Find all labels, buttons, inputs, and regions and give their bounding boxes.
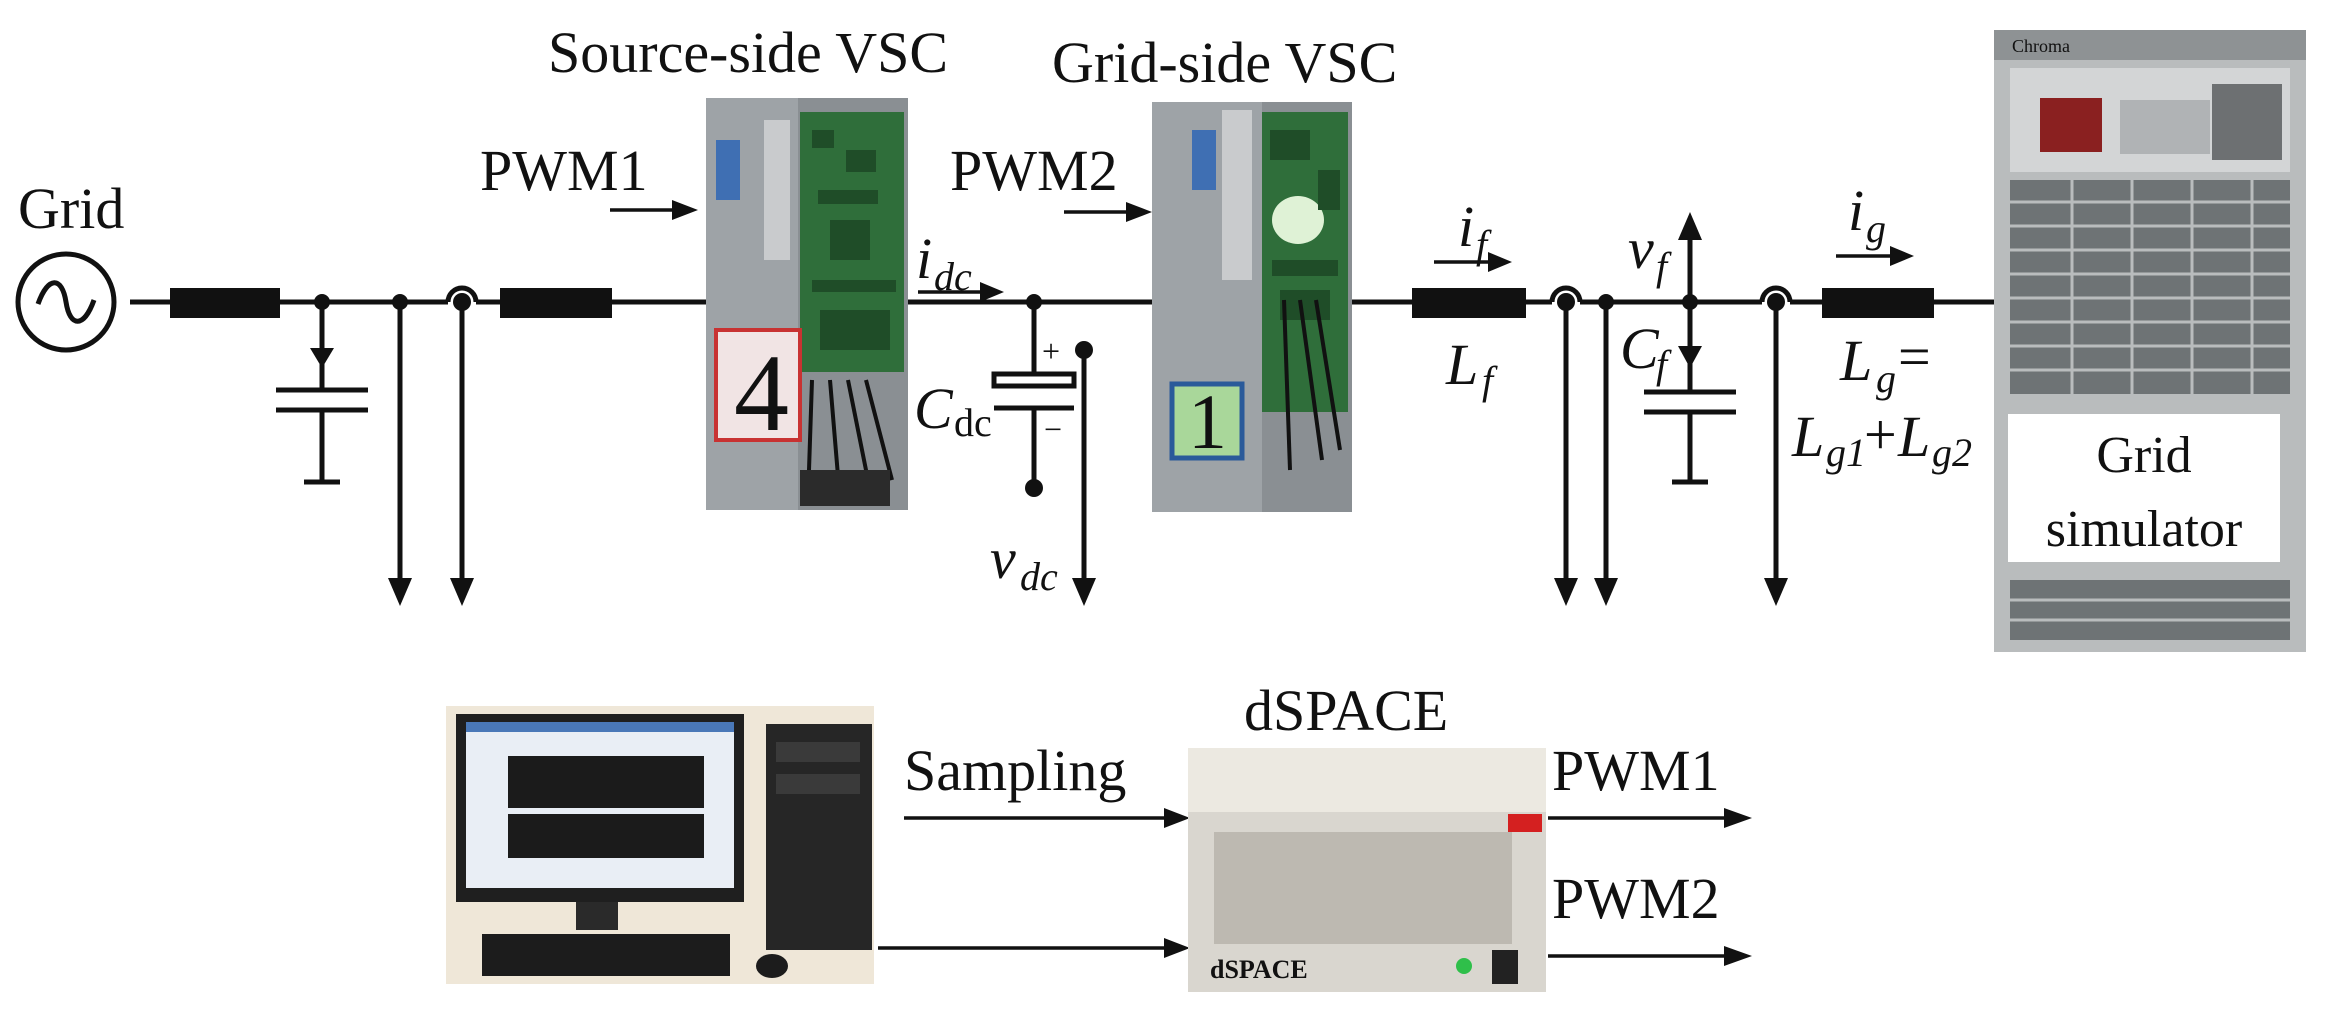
- grid-current-arrow: [1836, 246, 1914, 266]
- grid-simulator-label-line1: Grid: [2096, 427, 2191, 484]
- pwm1-bottom-arrow: [1548, 808, 1752, 828]
- grid-measurement-arrow: [1764, 293, 1788, 606]
- svg-text:C: C: [914, 376, 954, 441]
- dc-voltage-label: v dc: [990, 526, 1058, 599]
- grid-side-inductor: [170, 288, 280, 318]
- filter-current-label: i f: [1458, 194, 1492, 267]
- grid-vsc-marker-text: 1: [1188, 378, 1227, 465]
- grid-inductor-label: L g =: [1839, 324, 1931, 401]
- grid-side-vsc-module: 1: [1152, 102, 1352, 512]
- filter-capacitor-label: C f: [1620, 316, 1672, 387]
- dc-current-arrow: [918, 282, 1004, 302]
- dc-current-label: i dc: [916, 226, 972, 299]
- grid-simulator-label-box: [2008, 414, 2280, 562]
- svg-text:+: +: [1864, 402, 1897, 467]
- dc-capacitor-minus: −: [1044, 411, 1062, 447]
- pc-to-dspace-arrow: [878, 938, 1190, 958]
- svg-text:L: L: [1839, 328, 1872, 393]
- svg-text:=: =: [1898, 324, 1931, 389]
- pwm2-bottom-arrow: [1548, 946, 1752, 966]
- svg-text:g: g: [1866, 206, 1886, 251]
- svg-text:g: g: [1876, 356, 1896, 401]
- dc-link-capacitor: [991, 294, 1077, 497]
- svg-text:dc: dc: [1020, 554, 1058, 599]
- source-measurement-arrows: [388, 293, 474, 606]
- filter-inductor-label: L f: [1445, 332, 1498, 403]
- main-power-line: [130, 285, 1996, 305]
- svg-text:f: f: [1656, 244, 1672, 289]
- svg-text:L: L: [1897, 404, 1930, 469]
- sampling-label: Sampling: [904, 738, 1126, 803]
- chroma-brand: Chroma: [2012, 36, 2070, 56]
- input-filter-capacitor: [276, 294, 368, 485]
- converter-side-inductor: [500, 288, 612, 318]
- grid-vsc-label: Grid-side VSC: [1052, 30, 1397, 95]
- svg-text:C: C: [1620, 316, 1660, 381]
- filter-measurement-arrows: [1554, 293, 1618, 606]
- svg-text:i: i: [1458, 194, 1474, 259]
- sampling-arrow: [904, 808, 1190, 828]
- filter-voltage-label: v f: [1628, 216, 1672, 289]
- grid-current-label: i g: [1848, 178, 1886, 251]
- control-pc-photo: [446, 706, 874, 984]
- svg-text:v: v: [1628, 216, 1654, 281]
- svg-text:g2: g2: [1932, 430, 1972, 475]
- dc-capacitor-plus: +: [1042, 333, 1060, 369]
- svg-text:f: f: [1656, 342, 1672, 387]
- source-vsc-label: Source-side VSC: [548, 20, 948, 85]
- svg-text:L: L: [1791, 404, 1824, 469]
- grid-source-symbol: [15, 251, 117, 353]
- svg-text:g1: g1: [1826, 430, 1866, 475]
- grid-label: Grid: [18, 176, 124, 241]
- source-side-vsc-module: 4: [706, 98, 908, 510]
- dc-capacitor-label: C dc: [914, 376, 992, 445]
- grid-simulator-label-line2: simulator: [2046, 501, 2242, 558]
- pwm2-bottom-label: PWM2: [1552, 866, 1720, 931]
- svg-text:v: v: [990, 526, 1016, 591]
- dspace-brand-logo: dSPACE: [1210, 955, 1308, 984]
- dspace-label: dSPACE: [1244, 678, 1448, 743]
- grid-inductor: [1822, 288, 1934, 318]
- filter-capacitor: [1644, 212, 1736, 485]
- pwm1-top-arrow: [610, 200, 698, 220]
- pwm2-top-label: PWM2: [950, 138, 1118, 203]
- svg-text:f: f: [1482, 358, 1498, 403]
- filter-inductor: [1412, 288, 1526, 318]
- dspace-unit-photo: dSPACE: [1188, 748, 1546, 992]
- dc-voltage-arrow: [1072, 341, 1096, 606]
- grid-inductor-sum-label: L g1 + L g2: [1791, 402, 1972, 475]
- pwm1-bottom-label: PWM1: [1552, 738, 1720, 803]
- filter-current-arrow: [1434, 252, 1512, 272]
- svg-text:dc: dc: [954, 400, 992, 445]
- svg-text:i: i: [1848, 178, 1864, 243]
- pwm2-top-arrow: [1064, 202, 1152, 222]
- source-vsc-marker-text: 4: [734, 332, 789, 454]
- pwm1-top-label: PWM1: [480, 138, 648, 203]
- svg-text:i: i: [916, 226, 932, 291]
- svg-text:L: L: [1445, 332, 1478, 397]
